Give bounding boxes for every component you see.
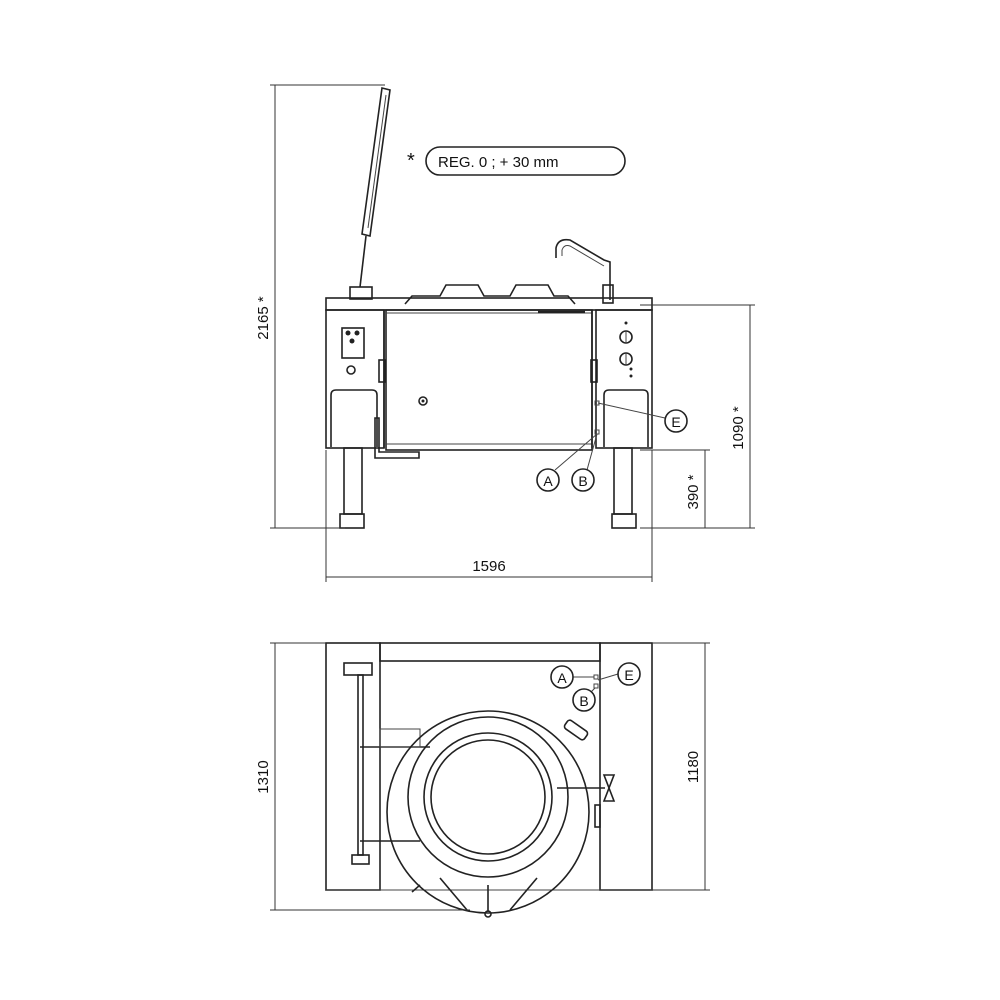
kettle-vessel-top (386, 710, 590, 918)
dim-work-height: 1090 * (730, 406, 747, 450)
callout-a: A (550, 665, 574, 689)
water-faucet (555, 238, 614, 304)
lid (349, 87, 391, 300)
dim-width: 1596 (472, 558, 505, 575)
callout-b: B (571, 468, 595, 492)
dim-depth: 1310 (255, 760, 272, 793)
svg-text:B: B (578, 473, 587, 489)
control-panel (341, 327, 365, 359)
note-text: REG. 0 ; + 30 mm (438, 154, 558, 171)
dim-clearance: 390 * (685, 474, 702, 509)
faucet-handle-icon (563, 719, 589, 741)
dimension-lines (270, 642, 710, 911)
legs (339, 447, 637, 529)
front-view: A B E 2165 * 1090 * 390 * 1596 (255, 84, 755, 582)
kettle-top (404, 284, 576, 305)
callout-b: B (572, 688, 596, 712)
adjustment-note: * REG. 0 ; + 30 mm (407, 146, 626, 176)
indicator-light (346, 365, 356, 375)
svg-text:B: B (579, 693, 588, 709)
kettle-body (385, 309, 593, 451)
svg-text:E: E (671, 414, 680, 430)
note-asterisk: * (407, 150, 415, 172)
callout-e: E (664, 409, 688, 433)
dim-inner-depth: 1180 (685, 751, 702, 783)
svg-text:E: E (624, 667, 633, 683)
callout-a: A (536, 468, 560, 492)
callout-e: E (617, 662, 641, 686)
top-view: A B E 1310 1180 (255, 642, 710, 918)
dimension-lines (270, 84, 755, 582)
valve-icon (602, 774, 616, 802)
tilt-handle (374, 417, 420, 459)
right-control-cabinet (591, 309, 653, 449)
svg-text:A: A (543, 473, 553, 489)
dim-total-height: 2165 * (255, 296, 272, 340)
svg-text:A: A (557, 670, 567, 686)
left-cabinet-top (325, 642, 381, 891)
